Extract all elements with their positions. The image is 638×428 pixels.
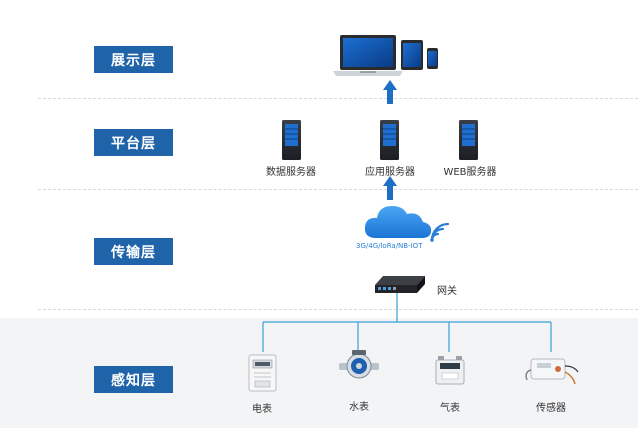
gateway-icon — [375, 276, 425, 293]
gas-meter-icon — [435, 356, 465, 385]
device-label-water: 水表 — [349, 402, 369, 413]
divider-transport-perception — [38, 309, 638, 310]
phone-icon — [427, 48, 438, 69]
tablet-icon — [401, 40, 423, 70]
arrow-up-icon-platform — [383, 176, 397, 200]
device-label-sensor: 传感器 — [536, 403, 566, 414]
divider-platform-transport — [38, 189, 638, 190]
device-label-electric: 电表 — [252, 404, 272, 415]
layer-label-platform: 平台层 — [94, 129, 173, 156]
divider-display-platform — [38, 98, 638, 99]
server-icon-app — [380, 120, 399, 160]
layer-label-display: 展示层 — [94, 46, 173, 73]
water-meter-icon — [339, 350, 379, 379]
layer-label-perception: 感知层 — [94, 366, 173, 393]
wireless-signal-icon — [430, 222, 450, 242]
gateway-label: 网关 — [437, 286, 457, 297]
server-icon-web — [459, 120, 478, 160]
protocol-label: 3G/4G/loRa/NB-IOT — [356, 242, 423, 250]
device-connection-lines — [262, 293, 552, 352]
server-label-web: WEB服务器 — [443, 167, 497, 178]
device-label-gas: 气表 — [440, 403, 460, 414]
layer-label-transport: 传输层 — [94, 238, 173, 265]
arrow-up-icon-display — [383, 80, 397, 104]
cloud-icon — [364, 206, 432, 238]
server-icon-data — [282, 120, 301, 160]
server-label-app: 应用服务器 — [365, 167, 415, 178]
laptop-icon — [333, 35, 403, 76]
server-label-data: 数据服务器 — [266, 167, 316, 178]
sensor-icon — [525, 358, 579, 385]
electric-meter-icon — [248, 354, 277, 392]
